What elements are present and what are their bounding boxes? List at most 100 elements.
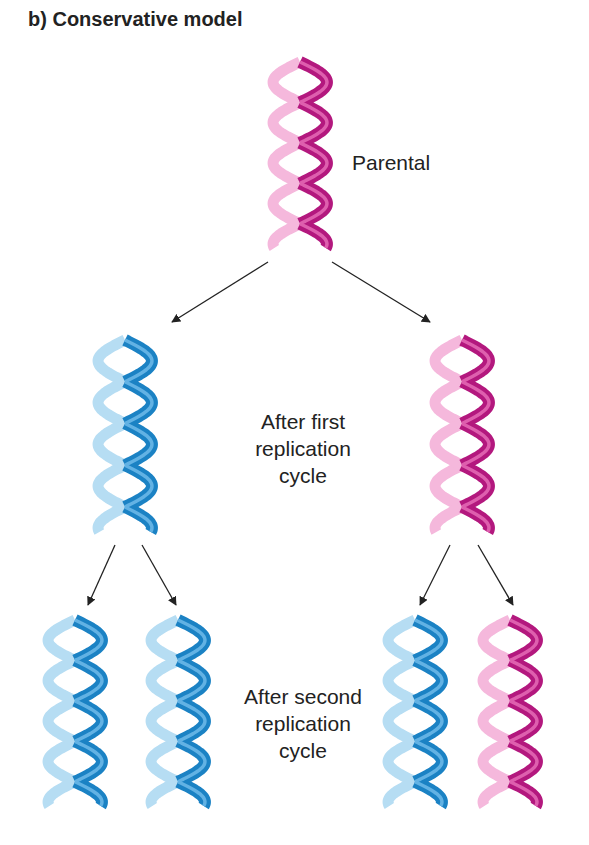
strand-highlight bbox=[415, 701, 442, 741]
strand-front bbox=[510, 620, 537, 660]
strand-front bbox=[178, 782, 205, 806]
strand-highlight bbox=[300, 62, 327, 102]
strand-highlight bbox=[510, 782, 537, 806]
strand-back bbox=[48, 620, 75, 660]
strand-front bbox=[178, 741, 205, 781]
strand-front bbox=[462, 423, 489, 465]
strand-back bbox=[435, 465, 462, 507]
strand-front bbox=[300, 183, 327, 223]
strand-front bbox=[300, 62, 327, 102]
strand-front bbox=[510, 782, 537, 806]
strand-back bbox=[98, 340, 125, 382]
strand-front bbox=[462, 340, 489, 382]
strand-back bbox=[98, 423, 125, 465]
strand-back bbox=[435, 340, 462, 382]
strand-back bbox=[388, 701, 415, 741]
strand-back bbox=[483, 782, 510, 806]
dna-helix bbox=[48, 620, 102, 806]
strand-highlight bbox=[510, 660, 537, 700]
replication-arrows bbox=[88, 262, 513, 605]
dna-helix bbox=[273, 62, 327, 248]
strand-back bbox=[98, 382, 125, 424]
dna-helix bbox=[98, 340, 152, 532]
strand-back bbox=[151, 741, 178, 781]
strand-highlight bbox=[462, 423, 489, 465]
strand-back bbox=[435, 423, 462, 465]
strand-front bbox=[75, 660, 102, 700]
strand-front bbox=[462, 382, 489, 424]
strand-highlight bbox=[178, 782, 205, 806]
strand-front bbox=[510, 741, 537, 781]
dna-helix bbox=[435, 340, 489, 532]
strand-highlight bbox=[125, 340, 152, 382]
strand-back bbox=[435, 382, 462, 424]
replication-arrow bbox=[142, 545, 176, 605]
strand-back bbox=[98, 465, 125, 507]
strand-front bbox=[415, 741, 442, 781]
strand-back bbox=[273, 102, 300, 142]
strand-front bbox=[125, 465, 152, 507]
strand-highlight bbox=[75, 620, 102, 660]
strand-highlight bbox=[300, 143, 327, 183]
replication-arrow bbox=[478, 545, 513, 605]
strand-front bbox=[300, 143, 327, 183]
strand-front bbox=[75, 701, 102, 741]
strand-highlight bbox=[462, 382, 489, 424]
strand-highlight bbox=[125, 507, 152, 532]
strand-front bbox=[510, 701, 537, 741]
stage-label: After second replication cycle bbox=[233, 683, 373, 764]
strand-front bbox=[75, 620, 102, 660]
strand-front bbox=[462, 507, 489, 532]
strand-back bbox=[48, 660, 75, 700]
strand-highlight bbox=[178, 660, 205, 700]
strand-highlight bbox=[178, 701, 205, 741]
strand-front bbox=[415, 701, 442, 741]
strand-highlight bbox=[75, 660, 102, 700]
strand-back bbox=[273, 62, 300, 102]
diagram-title: b) Conservative model bbox=[28, 8, 243, 31]
strand-back bbox=[98, 507, 125, 532]
strand-back bbox=[48, 701, 75, 741]
strand-back bbox=[483, 660, 510, 700]
strand-back bbox=[483, 701, 510, 741]
replication-arrow bbox=[332, 262, 430, 322]
strand-highlight bbox=[462, 465, 489, 507]
strand-highlight bbox=[510, 701, 537, 741]
strand-front bbox=[462, 465, 489, 507]
dna-helix bbox=[151, 620, 205, 806]
strand-front bbox=[75, 782, 102, 806]
strand-highlight bbox=[415, 782, 442, 806]
strand-front bbox=[178, 660, 205, 700]
strand-highlight bbox=[510, 620, 537, 660]
strand-front bbox=[510, 660, 537, 700]
strand-highlight bbox=[415, 660, 442, 700]
replication-arrow bbox=[172, 262, 268, 322]
strand-front bbox=[178, 701, 205, 741]
strand-highlight bbox=[300, 224, 327, 248]
strand-highlight bbox=[75, 741, 102, 781]
strand-highlight bbox=[415, 741, 442, 781]
strand-highlight bbox=[125, 423, 152, 465]
strand-back bbox=[388, 660, 415, 700]
strand-front bbox=[415, 620, 442, 660]
replication-arrow bbox=[88, 545, 115, 605]
strand-back bbox=[48, 741, 75, 781]
strand-highlight bbox=[178, 741, 205, 781]
strand-highlight bbox=[300, 102, 327, 142]
strand-front bbox=[300, 224, 327, 248]
strand-highlight bbox=[125, 465, 152, 507]
strand-front bbox=[125, 507, 152, 532]
strand-front bbox=[125, 382, 152, 424]
strand-front bbox=[300, 102, 327, 142]
strand-back bbox=[388, 620, 415, 660]
dna-helix bbox=[483, 620, 537, 806]
strand-back bbox=[273, 183, 300, 223]
strand-highlight bbox=[75, 701, 102, 741]
strand-back bbox=[151, 782, 178, 806]
strand-back bbox=[388, 782, 415, 806]
dna-helix bbox=[388, 620, 442, 806]
strand-front bbox=[415, 782, 442, 806]
strand-front bbox=[125, 340, 152, 382]
stage-label: Parental bbox=[352, 149, 472, 176]
